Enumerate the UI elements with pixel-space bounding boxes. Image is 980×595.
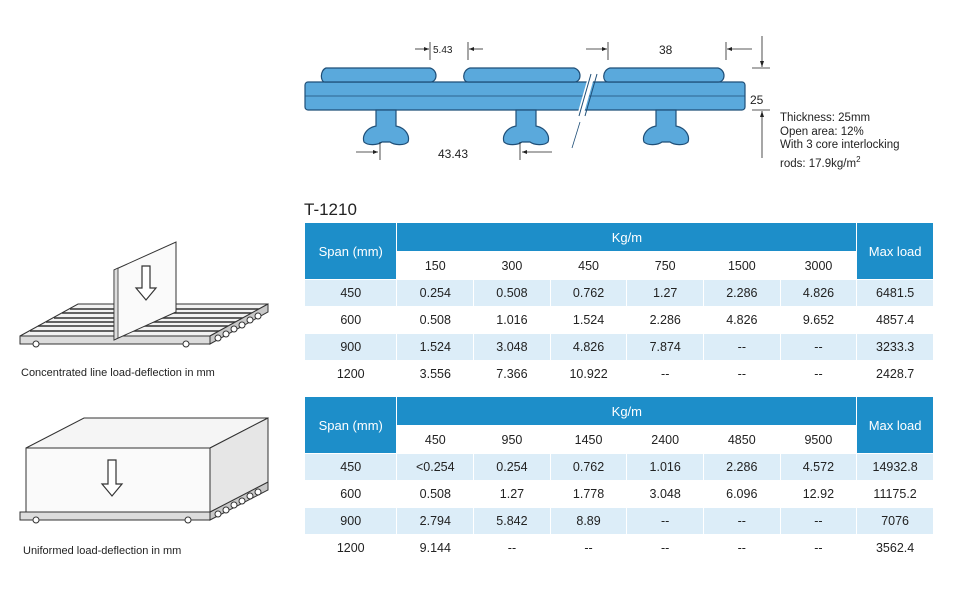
- load-col-header: 9500: [780, 426, 857, 453]
- dim-gap-label: 5.43: [433, 45, 453, 56]
- profile-top-cap-1: [320, 67, 437, 83]
- load-col-header: 2400: [627, 426, 703, 453]
- dim-top-label: 38: [659, 43, 673, 57]
- load-col-header: 1500: [704, 252, 780, 279]
- concentrated-load-illustration: [19, 241, 269, 348]
- load-col-header: 150: [397, 252, 474, 279]
- load-col-header: 450: [397, 426, 474, 453]
- grating-profile-drawing: 5.43 38 25 43.43: [304, 36, 770, 161]
- load-col-header: 950: [474, 426, 550, 453]
- dim-height-label: 25: [750, 93, 764, 107]
- profile-top-cap-3: [603, 67, 725, 83]
- spec-core-line2: rods: 17.9kg/m2: [780, 154, 861, 170]
- load-col-header: 450: [550, 252, 627, 279]
- table-row: 1200 9.144-- ---- ---- 3562.4: [305, 535, 933, 561]
- spec-core-line1: With 3 core interlocking: [780, 139, 900, 151]
- concentrated-caption: Concentrated line load-deflection in mm: [21, 367, 215, 379]
- load-col-header: 750: [627, 252, 704, 279]
- load-col-header: 4850: [703, 426, 780, 453]
- profile-bulb-3: [642, 109, 690, 146]
- max-load-header: Max load: [857, 397, 933, 453]
- uniform-load-table: Span (mm) Kg/m Max load 450 950 1450 240…: [304, 396, 934, 562]
- concentrated-load-table: Span (mm) Kg/m Max load 150 300 450 750 …: [304, 222, 934, 388]
- spec-thickness: Thickness: 25mm: [780, 112, 871, 124]
- max-load-header: Max load: [857, 223, 933, 279]
- profile-bulb-1: [362, 109, 410, 146]
- spec-open-area: Open area: 12%: [780, 125, 864, 138]
- load-col-header: 1450: [550, 426, 627, 453]
- load-col-header: 300: [474, 252, 550, 279]
- spec-notes: Thickness: 25mm Open area: 12% With 3 co…: [780, 112, 900, 171]
- uniform-caption: Uniformed load-deflection in mm: [23, 545, 182, 557]
- uniform-load-illustration: [19, 417, 269, 524]
- profile-top-cap-2: [463, 67, 581, 83]
- profile-bulb-2: [502, 109, 550, 146]
- model-title: T-1210: [304, 200, 357, 219]
- kgm-header: Kg/m: [397, 223, 857, 251]
- load-col-header: 3000: [780, 252, 857, 279]
- span-header: Span (mm): [305, 397, 397, 453]
- dim-pitch-label: 43.43: [438, 147, 468, 161]
- span-header: Span (mm): [305, 223, 397, 279]
- kgm-header: Kg/m: [397, 397, 857, 425]
